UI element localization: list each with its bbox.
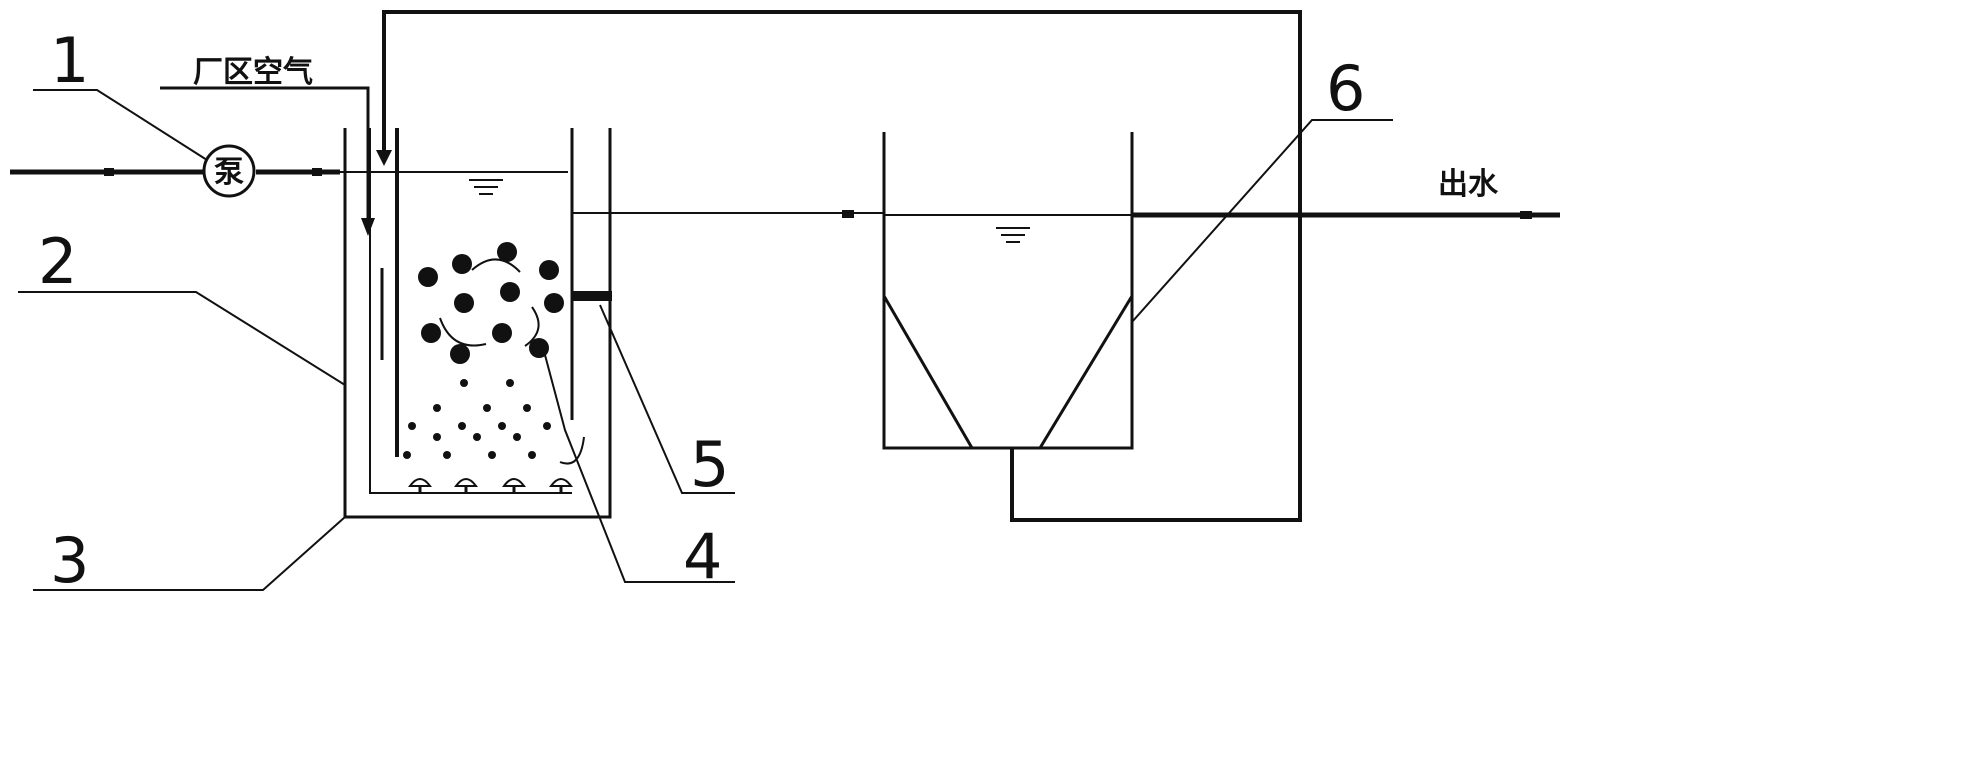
pipe-joint bbox=[312, 168, 322, 176]
pipe-joint bbox=[1520, 211, 1532, 219]
leader-1 bbox=[33, 89, 208, 161]
carrier-particles bbox=[418, 242, 564, 364]
leader-2 bbox=[18, 291, 346, 386]
air-arrow-icon bbox=[361, 218, 375, 236]
pipe-joint bbox=[104, 168, 114, 176]
weir-plate bbox=[572, 291, 612, 301]
recycle-pipe bbox=[382, 10, 1302, 522]
pump-icon: 泵 bbox=[202, 144, 256, 198]
water-level-icon bbox=[469, 179, 503, 195]
leader-4 bbox=[544, 354, 735, 583]
callout-1: 1 bbox=[50, 24, 89, 97]
air-inlet-line bbox=[160, 86, 370, 218]
leader-5 bbox=[599, 304, 735, 494]
callout-3: 3 bbox=[50, 524, 89, 597]
air-label: 厂区空气 bbox=[193, 55, 313, 90]
reactor-tank bbox=[343, 128, 612, 519]
sedimentation-tank bbox=[882, 132, 1134, 450]
air-bubbles bbox=[403, 379, 551, 459]
hopper-wall-right bbox=[1038, 295, 1134, 449]
flow-arcs bbox=[439, 258, 585, 465]
callout-4: 4 bbox=[683, 520, 722, 593]
pump-label: 泵 bbox=[214, 155, 244, 190]
pipe-joint bbox=[842, 210, 854, 218]
water-level-icon bbox=[996, 227, 1030, 243]
air-diffuser-icon bbox=[408, 478, 573, 493]
outlet-label: 出水 bbox=[1438, 167, 1499, 202]
leader-3 bbox=[33, 516, 346, 591]
callout-5: 5 bbox=[690, 428, 729, 501]
recycle-arrow-icon bbox=[376, 150, 392, 166]
callout-2: 2 bbox=[38, 225, 77, 298]
callout-6: 6 bbox=[1326, 52, 1365, 125]
hopper-wall-left bbox=[882, 295, 974, 449]
leader-6 bbox=[1131, 119, 1393, 323]
